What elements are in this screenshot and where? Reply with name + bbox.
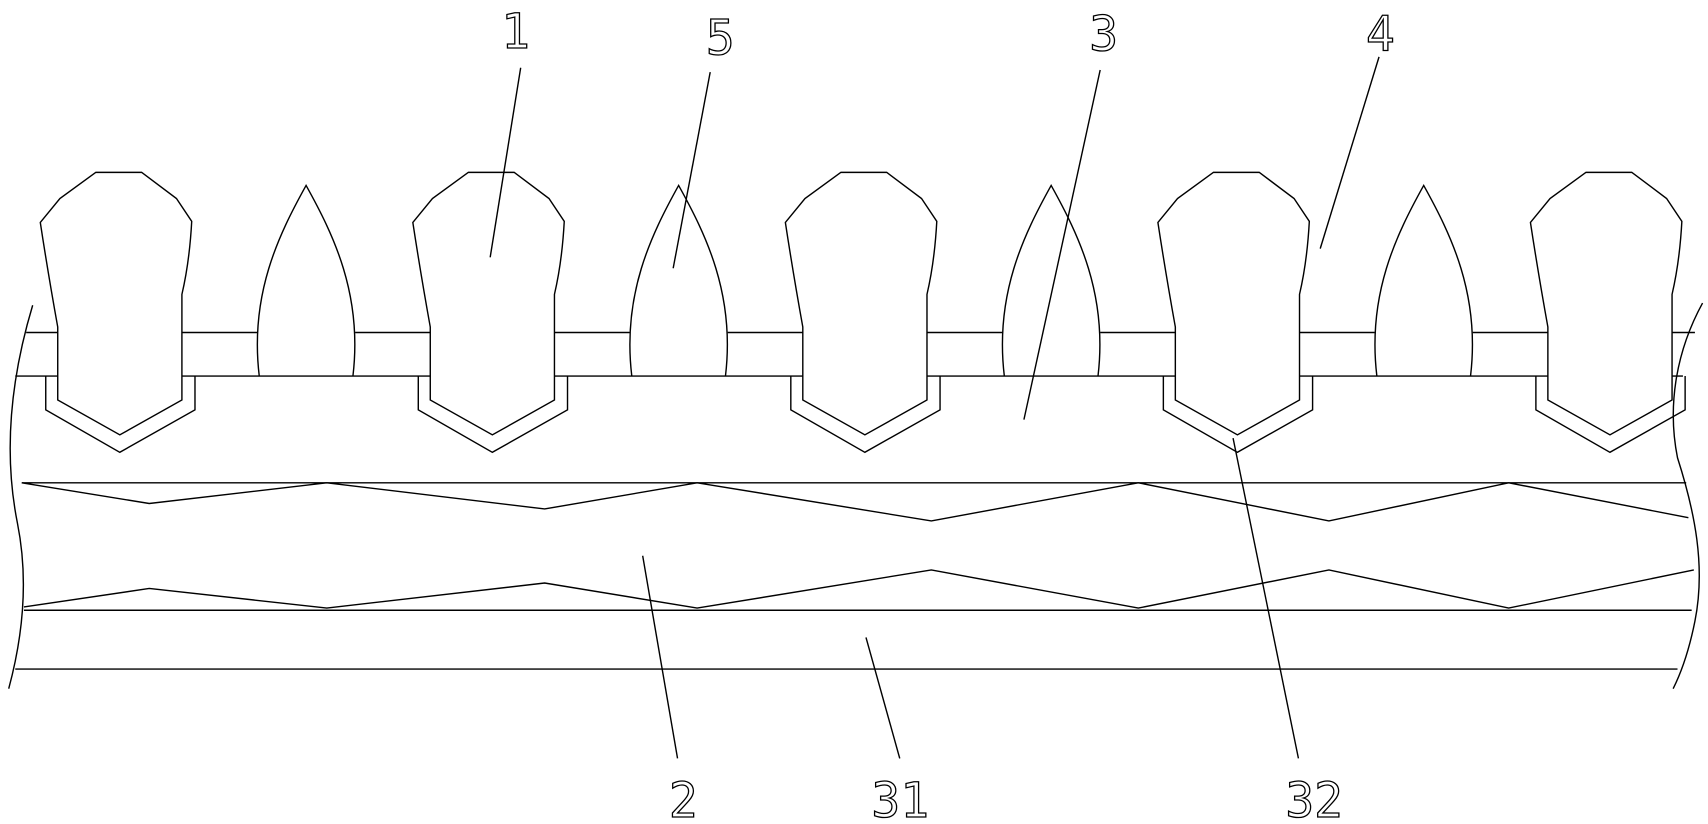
- tooth-1: [412, 171, 565, 436]
- leader-line-1: [489, 67, 522, 258]
- label-5: 5: [706, 12, 735, 67]
- spike-5: [1374, 183, 1474, 377]
- label-32: 32: [1285, 774, 1343, 824]
- groove-liner-32: [1535, 376, 1686, 454]
- tooth-1: [39, 171, 193, 436]
- spike-5: [629, 183, 729, 377]
- label-3: 3: [1089, 7, 1118, 62]
- spike-5: [1001, 183, 1101, 377]
- right-break-edge: [1672, 302, 1704, 689]
- label-2: 2: [669, 774, 698, 824]
- groove-liner-32: [1162, 376, 1314, 454]
- tooth-1: [784, 171, 938, 436]
- tooth-1: [1157, 171, 1311, 436]
- leader-line-32: [1232, 438, 1300, 759]
- teeth-group: [39, 171, 1686, 454]
- leader-line-31: [865, 637, 901, 759]
- spikes-group: [256, 183, 1474, 377]
- leader-line-2: [641, 555, 679, 759]
- layer-2-bottom-zigzag: [23, 569, 1694, 609]
- groove-liner-32: [417, 376, 569, 454]
- left-break-edge: [8, 305, 34, 689]
- groove-liner-32: [790, 376, 941, 454]
- spike-5: [256, 183, 356, 377]
- label-4: 4: [1366, 7, 1395, 62]
- tooth-1: [1529, 171, 1683, 436]
- groove-liner-32: [45, 376, 196, 454]
- label-1: 1: [501, 5, 530, 60]
- layer-2-top-zigzag: [21, 482, 1689, 522]
- band-4: [15, 331, 1695, 377]
- leader-line-3: [1023, 69, 1101, 420]
- leader-line-4: [1319, 56, 1380, 249]
- leader-line-5: [672, 72, 711, 269]
- label-31: 31: [871, 774, 929, 824]
